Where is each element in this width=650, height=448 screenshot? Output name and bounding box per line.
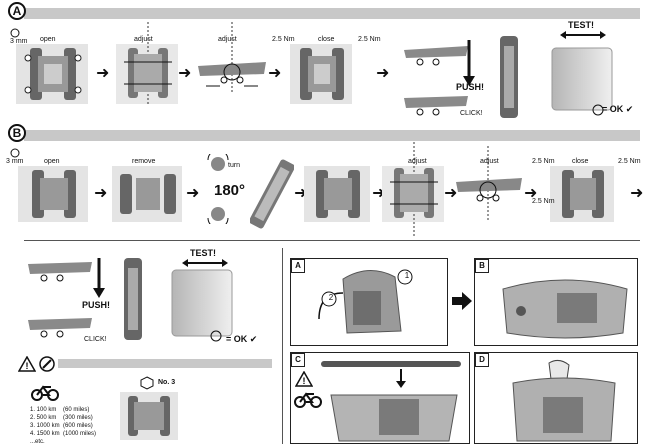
warning-band bbox=[58, 359, 272, 368]
mount-plate-open bbox=[24, 48, 82, 100]
torque-label-a-left: 2.5 Nm bbox=[272, 36, 295, 43]
arrow-b5: ➜ bbox=[444, 185, 458, 202]
km-item-etc: ...etc. bbox=[30, 439, 45, 445]
b-mount-plate-open bbox=[32, 170, 76, 218]
b-rail-side-view bbox=[456, 146, 522, 222]
step-adjust2-label: adjust bbox=[218, 36, 237, 43]
bag-test-a bbox=[551, 47, 613, 116]
bag-folding-illustration bbox=[318, 269, 413, 334]
maint-mount-plate bbox=[128, 396, 170, 436]
push-label-b: PUSH! bbox=[82, 300, 111, 310]
hex-nut-icon bbox=[140, 376, 154, 390]
test-arrow-b bbox=[182, 259, 228, 267]
click-label-a: CLICK! bbox=[460, 110, 483, 117]
mount-plate-closed bbox=[300, 48, 344, 100]
step-close-label: close bbox=[318, 36, 335, 43]
step-adjust-label: adjust bbox=[134, 36, 153, 43]
panel-b: B bbox=[474, 258, 638, 346]
panel-arrow bbox=[452, 292, 472, 310]
panel-c-label: C bbox=[291, 353, 305, 367]
arrow-b2: ➜ bbox=[186, 185, 200, 202]
b-step-open-label: open bbox=[44, 158, 60, 165]
arrow-a2: ➜ bbox=[178, 65, 192, 82]
test-label-a: TEST! bbox=[568, 20, 594, 30]
arrow-b6: ➜ bbox=[524, 185, 538, 202]
svg-text:!: ! bbox=[303, 376, 306, 386]
panel-c: C ! bbox=[290, 352, 470, 444]
svg-text:!: ! bbox=[26, 361, 29, 371]
arrow-b1: ➜ bbox=[94, 185, 108, 202]
panel-d: D bbox=[474, 352, 638, 444]
torque-label-b-lower: 2.5 Nm bbox=[532, 198, 555, 205]
push-arrow-b bbox=[93, 258, 105, 298]
arrow-a3: ➜ bbox=[268, 65, 282, 82]
b-step-turn-label: turn bbox=[228, 162, 241, 169]
rotate-180-label: 180° bbox=[214, 182, 246, 199]
bag-rail-bottom-a bbox=[404, 96, 468, 116]
test-label-b: TEST! bbox=[190, 248, 216, 258]
turn-icon bbox=[207, 154, 229, 171]
click-label-b: CLICK! bbox=[84, 336, 107, 343]
warning-icon-c: ! bbox=[295, 371, 313, 387]
vertical-divider bbox=[282, 248, 283, 444]
bag-rail-top-a bbox=[404, 46, 468, 66]
mount-plate-vertical-a bbox=[500, 36, 518, 118]
push-arrow-a bbox=[463, 40, 475, 86]
b-mount-plate-closed bbox=[562, 170, 604, 218]
b-step-adjust2-label: adjust bbox=[480, 158, 499, 165]
ok-label-b: = OK ✔ bbox=[226, 334, 258, 344]
hex-key-icon bbox=[10, 28, 20, 38]
step-open-label: open bbox=[40, 36, 56, 43]
b-mount-plate-adjust bbox=[390, 142, 438, 238]
km-item-2: 2. 500 km (300 miles) bbox=[30, 415, 93, 421]
arrow-a4: ➜ bbox=[376, 65, 390, 82]
bag-rail-top-b bbox=[28, 262, 92, 282]
turn-icon-2 bbox=[207, 207, 229, 224]
warning-icon: ! bbox=[18, 356, 36, 372]
km-item-3: 3. 1000 km (600 miles) bbox=[30, 423, 93, 429]
rotated-plate bbox=[250, 159, 294, 229]
panel-a-step-2: 2 bbox=[328, 293, 334, 302]
push-label-a: PUSH! bbox=[456, 82, 485, 92]
mount-plate-vertical-b bbox=[124, 258, 142, 340]
bag-test-b bbox=[171, 269, 233, 342]
wrench-icon bbox=[39, 356, 55, 372]
panel-a-step-1: 1 bbox=[404, 271, 410, 280]
km-item-1: 1. 100 km (60 miles) bbox=[30, 407, 90, 413]
tool-size-b: 3 mm bbox=[6, 158, 24, 165]
bicycle-icon-c bbox=[294, 392, 322, 408]
hex-key-icon-b bbox=[10, 148, 20, 158]
rail-side-view bbox=[198, 22, 266, 94]
hex-number: No. 3 bbox=[158, 379, 176, 386]
section-b-label: B bbox=[8, 124, 26, 142]
b-mount-plate-removed bbox=[120, 174, 176, 214]
bag-carry-illustration bbox=[512, 359, 616, 442]
tool-size: 3 mm bbox=[10, 38, 28, 45]
panel-d-label: D bbox=[475, 353, 489, 367]
bag-strap-illustration bbox=[321, 361, 461, 442]
b-step-close-label: close bbox=[572, 158, 589, 165]
b-step-remove-label: remove bbox=[132, 158, 156, 165]
bag-rail-bottom-b bbox=[28, 318, 92, 338]
arrow-b7: ➜ bbox=[630, 185, 644, 202]
panel-a-label: A bbox=[291, 259, 305, 273]
panel-b-label: B bbox=[475, 259, 489, 273]
torque-label-b-left: 2.5 Nm bbox=[532, 158, 555, 165]
b-mount-plate-mounted bbox=[316, 170, 360, 218]
torque-label-b-right: 2.5 Nm bbox=[618, 158, 641, 165]
section-a-label: A bbox=[8, 2, 26, 20]
torque-label-a-right: 2.5 Nm bbox=[358, 36, 381, 43]
section-a-band bbox=[24, 8, 640, 19]
arrow-a1: ➜ bbox=[96, 65, 110, 82]
ok-label-a: = OK ✔ bbox=[602, 104, 634, 114]
b-step-adjust-label: adjust bbox=[408, 158, 427, 165]
mount-plate-adjust bbox=[124, 22, 172, 104]
panel-a: A 1 2 bbox=[290, 258, 448, 346]
km-item-4: 4. 1500 km (1000 miles) bbox=[30, 431, 97, 437]
test-arrow-a bbox=[560, 31, 606, 39]
bag-closed-illustration bbox=[502, 279, 628, 339]
bicycle-icon bbox=[31, 385, 59, 401]
section-b-band bbox=[24, 130, 640, 141]
section-divider bbox=[24, 240, 640, 241]
